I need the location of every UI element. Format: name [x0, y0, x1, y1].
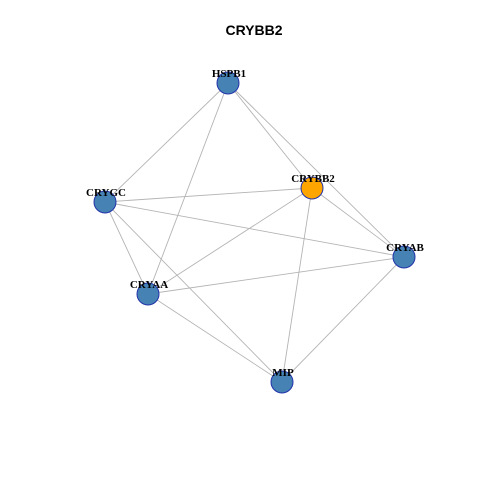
node-label-hspb1: HSPB1 — [212, 68, 246, 80]
node-cryab[interactable] — [392, 245, 416, 269]
node-mip[interactable] — [270, 370, 294, 394]
edge-cryab-mip — [281, 256, 405, 383]
edge-crygc-mip — [104, 201, 283, 383]
node-label-cryaa: CRYAA — [130, 279, 168, 291]
node-crybb2[interactable] — [300, 176, 324, 200]
edge-crygc-cryaa — [104, 201, 149, 295]
edge-hspb1-crygc — [104, 82, 229, 203]
edge-hspb1-cryaa — [147, 82, 229, 295]
nodes-layer — [93, 71, 416, 394]
edge-crybb2-mip — [281, 187, 313, 383]
edge-hspb1-crybb2 — [227, 82, 313, 189]
edge-crybb2-cryab — [311, 187, 405, 258]
diagram-title: CRYBB2 — [225, 22, 282, 38]
edge-hspb1-cryab — [227, 82, 405, 258]
edges-layer — [104, 82, 405, 383]
edge-crygc-cryab — [104, 201, 405, 258]
edge-cryaa-cryab — [147, 256, 405, 295]
edge-cryaa-mip — [147, 293, 283, 383]
node-cryaa[interactable] — [136, 282, 160, 306]
edge-crybb2-cryaa — [147, 187, 313, 295]
node-crygc[interactable] — [93, 190, 117, 214]
node-hspb1[interactable] — [216, 71, 240, 95]
node-label-crygc: CRYGC — [86, 187, 126, 199]
node-label-cryab: CRYAB — [386, 242, 424, 254]
edge-crygc-crybb2 — [104, 187, 313, 203]
node-label-crybb2: CRYBB2 — [291, 173, 335, 185]
node-label-mip: MIP — [272, 367, 294, 379]
